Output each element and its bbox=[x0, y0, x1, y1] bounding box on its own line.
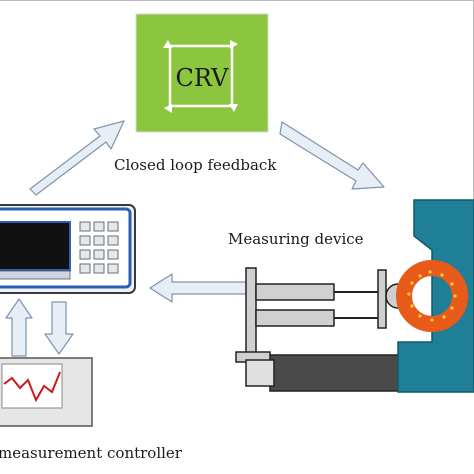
measurement-controller-label: measurement controller bbox=[0, 444, 183, 462]
arrow-from-crv bbox=[279, 121, 385, 190]
controller-instrument bbox=[0, 204, 136, 294]
signal-trace bbox=[3, 371, 61, 403]
arrow-up-from-display bbox=[5, 298, 33, 357]
crv-box: CRV bbox=[135, 13, 269, 133]
signal-display bbox=[0, 357, 93, 427]
keypad-buttons bbox=[79, 221, 119, 274]
closed-loop-feedback-label: Closed loop feedback bbox=[114, 156, 277, 174]
cycle-arrows-icon bbox=[163, 40, 238, 113]
machine-body bbox=[396, 199, 474, 393]
ring-dots bbox=[407, 270, 457, 322]
measuring-device bbox=[235, 267, 411, 392]
arrow-down-to-display bbox=[44, 301, 74, 355]
controller-screen bbox=[0, 221, 71, 271]
orange-workpiece-ring bbox=[396, 260, 468, 332]
measuring-device-label: Measuring device bbox=[228, 230, 364, 248]
arrow-to-crv bbox=[29, 120, 125, 196]
arrow-to-controller bbox=[149, 273, 247, 303]
crv-label: CRV bbox=[176, 64, 230, 92]
